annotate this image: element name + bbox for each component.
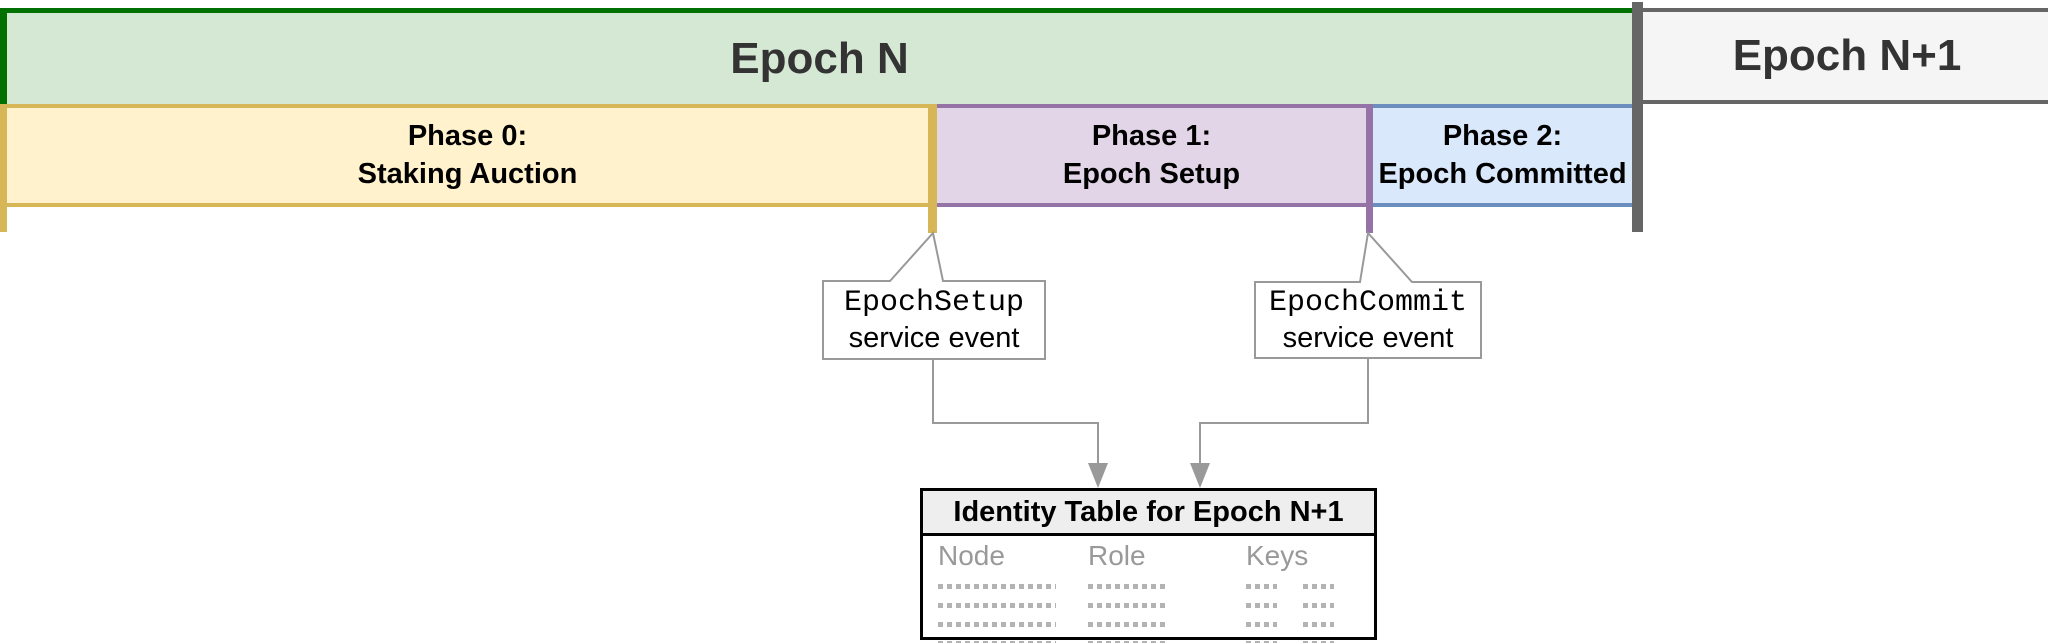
epoch-commit-connector-line: [1199, 358, 1369, 464]
epoch-setup-connector-line: [932, 359, 1099, 464]
placeholder-row: [1088, 622, 1166, 627]
epoch-setup-arrowhead-icon: [1088, 463, 1108, 488]
phase-2-title: Phase 2:: [1442, 120, 1563, 153]
placeholder-row: [1088, 584, 1166, 589]
placeholder-row: [1246, 603, 1334, 608]
phase-0-title: Phase 0:: [407, 120, 528, 153]
identity-table: Identity Table for Epoch N+1 Node Role K…: [920, 488, 1377, 643]
epoch-n-band: Epoch N: [7, 8, 1632, 104]
epoch-n-label: Epoch N: [730, 33, 909, 83]
identity-table-body: Node Role Keys: [923, 536, 1374, 643]
column-header-keys: Keys: [1246, 540, 1309, 571]
phase-1-title: Phase 1:: [1091, 120, 1212, 153]
epoch-commit-arrowhead-icon: [1190, 463, 1210, 488]
phase-0-start-marker: [0, 104, 7, 232]
phase-1-band: Phase 1: Epoch Setup: [937, 104, 1366, 207]
epoch-n1-label: Epoch N+1: [1732, 31, 1962, 80]
epoch-n1-band: Epoch N+1: [1643, 8, 2048, 104]
placeholder-row: [938, 584, 1056, 589]
epoch-n-start-marker: [0, 8, 7, 104]
epoch-boundary-divider: [1632, 2, 1643, 232]
epoch-commit-callout: EpochCommit service event: [1255, 286, 1481, 354]
placeholder-row: [1246, 641, 1334, 643]
phase-0-1-boundary-marker: [928, 104, 937, 233]
placeholder-row: [1246, 584, 1334, 589]
placeholder-row: [938, 622, 1056, 627]
identity-table-column-role: Role: [1088, 542, 1166, 643]
phase-1-subtitle: Epoch Setup: [1062, 157, 1241, 190]
phase-2-band: Phase 2: Epoch Committed: [1373, 104, 1632, 207]
epoch-commit-event-subtitle: service event: [1282, 321, 1454, 354]
phase-0-subtitle: Staking Auction: [357, 157, 578, 190]
placeholder-row: [1246, 622, 1334, 627]
phase-0-band: Phase 0: Staking Auction: [7, 104, 928, 207]
epoch-setup-callout: EpochSetup service event: [823, 286, 1045, 354]
identity-table-column-keys: Keys: [1246, 542, 1334, 643]
identity-table-column-node: Node: [938, 542, 1056, 643]
placeholder-row: [1088, 641, 1166, 643]
column-header-node: Node: [938, 540, 1005, 571]
placeholder-row: [938, 641, 1056, 643]
epoch-setup-event-name: EpochSetup: [843, 286, 1025, 321]
column-header-role: Role: [1088, 540, 1146, 571]
phase-2-subtitle: Epoch Committed: [1378, 157, 1627, 190]
placeholder-row: [938, 603, 1056, 608]
epoch-setup-event-subtitle: service event: [848, 321, 1020, 354]
identity-table-title: Identity Table for Epoch N+1: [923, 491, 1374, 536]
phase-1-2-boundary-marker: [1366, 104, 1373, 233]
epoch-commit-event-name: EpochCommit: [1268, 286, 1468, 321]
placeholder-row: [1088, 603, 1166, 608]
